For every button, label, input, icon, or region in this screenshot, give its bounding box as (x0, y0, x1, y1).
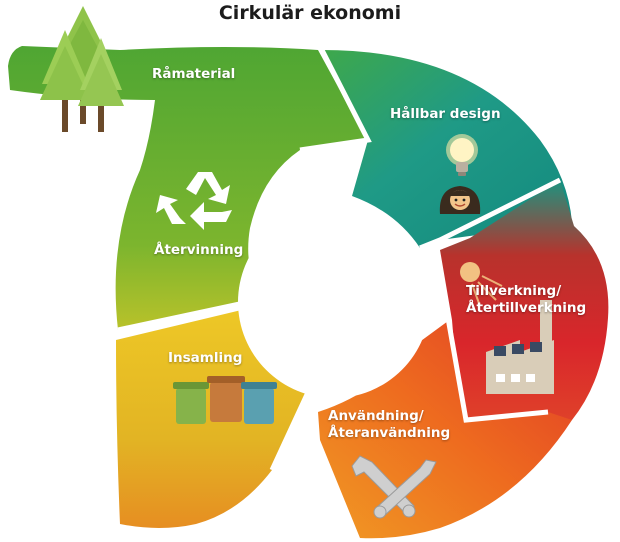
stage-label-insamling: Insamling (168, 350, 243, 366)
stage-label-anvandning-line2: Återanvändning (328, 425, 451, 441)
stage-label-anvandning-line1: Användning/ (328, 408, 424, 424)
lightbulb-icon (446, 134, 478, 176)
person-icon (439, 186, 481, 214)
wrench-icon (351, 455, 437, 519)
tree-icon (40, 6, 124, 132)
waste-bins-icon (173, 376, 277, 424)
stage-label-atervinning: Återvinning (154, 242, 244, 258)
stage-label-tillverkning-line2: Återtillverkning (466, 300, 587, 316)
stage-label-ramaterial: Råmaterial (152, 66, 236, 82)
stage-label-anvandning: Användning/ Återanvändning (328, 408, 450, 442)
recycle-icon (156, 172, 232, 230)
segment-red (440, 180, 609, 432)
stage-label-hallbar-design: Hållbar design (390, 106, 501, 122)
diagram-title: Cirkulär ekonomi (218, 2, 402, 24)
center-hole (238, 206, 430, 398)
stage-label-tillverkning: Tillverkning/ Återtillverkning (466, 283, 586, 317)
factory-icon (460, 262, 554, 394)
stage-label-tillverkning-line1: Tillverkning/ (466, 283, 562, 299)
